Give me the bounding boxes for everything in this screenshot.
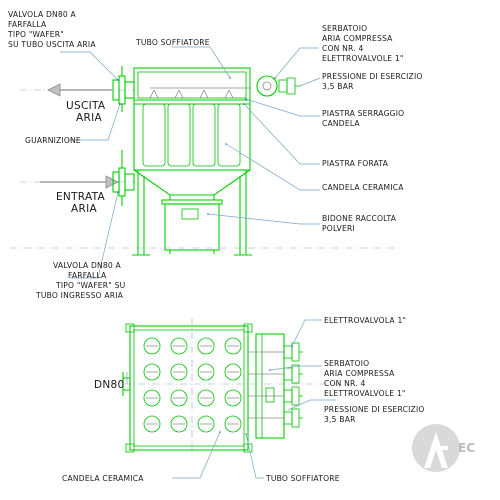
label-pressure-bottom-2: 3,5 BAR [324,415,356,424]
plan-view [110,318,340,479]
svg-text:CON NR. 4: CON NR. 4 [322,44,364,53]
svg-text:CANDELA: CANDELA [322,119,360,128]
inlet-valve [112,150,135,206]
svg-text:CANDELA CERAMICA: CANDELA CERAMICA [62,474,144,483]
svg-text:PIASTRA FORATA: PIASTRA FORATA [322,159,389,168]
svg-text:ARIA: ARIA [76,112,102,124]
label-tank-top-3: CON NR. 4 [322,44,364,53]
label-outlet-1: USCITA [66,100,106,112]
leader-lines-bottom [126,319,336,479]
label-valve-out-4: SU TUBO USCITA ARIA [8,40,96,49]
svg-text:BIDONE RACCOLTA: BIDONE RACCOLTA [322,214,397,223]
svg-text:TUBO SOFFIATORE: TUBO SOFFIATORE [135,38,210,47]
solenoid-valves [283,342,303,428]
label-tank-bottom-3: CON NR. 4 [324,379,366,388]
candle-grid [143,337,242,433]
label-candle-bottom: CANDELA CERAMICA [62,474,144,483]
svg-text:DN80: DN80 [94,379,125,391]
label-tank-bottom-1: SERBATOIO [324,359,369,368]
svg-text:ELETTROVALVOLE 1": ELETTROVALVOLE 1" [322,54,404,63]
svg-text:POLVERI: POLVERI [322,224,355,233]
svg-text:PRESSIONE DI ESERCIZIO: PRESSIONE DI ESERCIZIO [324,405,425,414]
label-valve-out-1: VALVOLA DN80 A [8,10,77,19]
svg-text:PIASTRA SERRAGGIO: PIASTRA SERRAGGIO [322,109,404,118]
label-gasket: GUARNIZIONE [25,136,81,145]
ceramic-candles [142,87,250,167]
svg-text:FARFALLA: FARFALLA [68,271,107,280]
label-clamp-2: CANDELA [322,119,360,128]
svg-text:ELETTROVALVOLE 1": ELETTROVALVOLE 1" [324,389,406,398]
label-clamp-1: PIASTRA SERRAGGIO [322,109,404,118]
label-solenoid: ELETTROVALVOLA 1" [324,316,406,325]
label-tank-bottom-4: ELETTROVALVOLE 1" [324,389,406,398]
label-pressure-top-2: 3,5 BAR [322,82,354,91]
labels: VALVOLA DN80 A FARFALLA TIPO "WAFER" SU … [7,10,425,483]
svg-text:TUBO INGRESSO ARIA: TUBO INGRESSO ARIA [35,291,124,300]
label-valve-in-2: FARFALLA [68,271,107,280]
label-bin-1: BIDONE RACCOLTA [322,214,397,223]
label-valve-out-3: TIPO "WAFER" [7,30,64,39]
svg-text:ARIA: ARIA [71,203,97,215]
label-valve-in-4: TUBO INGRESSO ARIA [35,291,124,300]
svg-text:3,5 BAR: 3,5 BAR [322,82,354,91]
label-bin-2: POLVERI [322,224,355,233]
outlet-valve [112,66,135,112]
label-outlet-2: ARIA [76,112,102,124]
amec-logo-icon: EC [412,424,475,472]
label-valve-in-3: TIPO "WAFER" SU [55,281,125,290]
svg-text:ARIA COMPRESSA: ARIA COMPRESSA [322,34,393,43]
svg-text:CANDELA CERAMICA: CANDELA CERAMICA [322,183,404,192]
svg-text:VALVOLA DN80 A: VALVOLA DN80 A [53,261,122,270]
svg-text:FARFALLA: FARFALLA [8,20,47,29]
filter-housing [132,67,252,256]
label-tank-top-1: SERBATOIO [322,24,367,33]
label-pressure-top-1: PRESSIONE DI ESERCIZIO [322,72,423,81]
label-inlet-2: ARIA [71,203,97,215]
svg-text:TIPO "WAFER": TIPO "WAFER" [7,30,64,39]
svg-text:ENTRATA: ENTRATA [56,191,106,203]
inlet-arrow-icon [40,175,119,189]
label-tube-blower-top: TUBO SOFFIATORE [135,38,210,47]
svg-text:VALVOLA DN80 A: VALVOLA DN80 A [8,10,77,19]
svg-text:SERBATOIO: SERBATOIO [322,24,367,33]
side-view [10,46,400,279]
svg-text:CON NR. 4: CON NR. 4 [324,379,366,388]
label-perforated: PIASTRA FORATA [322,159,389,168]
label-inlet-1: ENTRATA [56,191,106,203]
label-pressure-bottom-1: PRESSIONE DI ESERCIZIO [324,405,425,414]
svg-text:TUBO SOFFIATORE: TUBO SOFFIATORE [265,474,340,483]
label-tube-blower-bottom: TUBO SOFFIATORE [265,474,340,483]
label-valve-in-1: VALVOLA DN80 A [53,261,122,270]
svg-text:USCITA: USCITA [66,100,106,112]
svg-text:PRESSIONE DI ESERCIZIO: PRESSIONE DI ESERCIZIO [322,72,423,81]
leader-lines-top [60,46,321,279]
label-tank-top-2: ARIA COMPRESSA [322,34,393,43]
manifold-tank [248,333,285,439]
svg-text:3,5 BAR: 3,5 BAR [324,415,356,424]
svg-text:TIPO "WAFER" SU: TIPO "WAFER" SU [55,281,125,290]
svg-text:SU TUBO USCITA ARIA: SU TUBO USCITA ARIA [8,40,96,49]
label-candle-top: CANDELA CERAMICA [322,183,404,192]
label-tank-bottom-2: ARIA COMPRESSA [324,369,395,378]
svg-text:ELETTROVALVOLA 1": ELETTROVALVOLA 1" [324,316,406,325]
label-valve-out-2: FARFALLA [8,20,47,29]
dust-bin [161,199,223,254]
outlet-arrow-icon [47,83,112,97]
label-dn80: DN80 [94,379,125,391]
logo-text: EC [458,441,475,455]
svg-text:SERBATOIO: SERBATOIO [324,359,369,368]
svg-text:GUARNIZIONE: GUARNIZIONE [25,136,81,145]
label-tank-top-4: ELETTROVALVOLE 1" [322,54,404,63]
air-tank [256,75,300,97]
svg-text:ARIA COMPRESSA: ARIA COMPRESSA [324,369,395,378]
